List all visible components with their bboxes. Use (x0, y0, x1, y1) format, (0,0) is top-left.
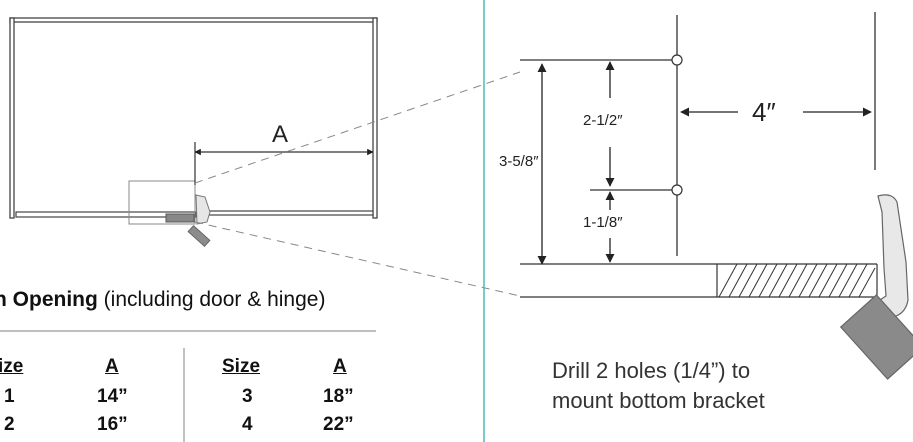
table-header-a-2: A (333, 356, 347, 377)
table-header-size-1: ize (0, 356, 24, 377)
caption-line-1: Drill 2 holes (1/4”) to (552, 358, 751, 383)
hole-spacing-label: 2-1/2″ (583, 112, 623, 129)
table-cell-a: 18” (323, 386, 354, 407)
cabinet-top-view (9, 17, 378, 248)
dimension-a-label: A (272, 121, 289, 148)
drill-instructions: Drill 2 holes (1/4”) to mount bottom bra… (552, 356, 765, 416)
table-cell-size: 4 (242, 414, 253, 435)
table-cell-a: 22” (323, 414, 354, 435)
leader-lines (194, 71, 521, 297)
table-header-a-1: A (105, 356, 119, 377)
caption-line-2: mount bottom bracket (552, 388, 765, 413)
table-header-size-2: Size (222, 356, 261, 377)
table-cell-size: 3 (242, 386, 253, 407)
width-label: 4″ (752, 97, 776, 127)
side-detail-view (520, 12, 913, 380)
total-height-label: 3-5/8″ (499, 153, 539, 170)
table-heading-rest: (including door & hinge) (97, 288, 326, 311)
table-cell-a: 16” (97, 414, 128, 435)
table-heading: n Opening (including door & hinge) (0, 288, 325, 312)
table-cell-size: 1 (4, 386, 15, 407)
table-cell-size: 2 (4, 414, 15, 435)
table-heading-bold: n Opening (0, 288, 98, 311)
bottom-offset-label: 1-1/8″ (583, 214, 623, 231)
table-cell-a: 14” (97, 386, 128, 407)
